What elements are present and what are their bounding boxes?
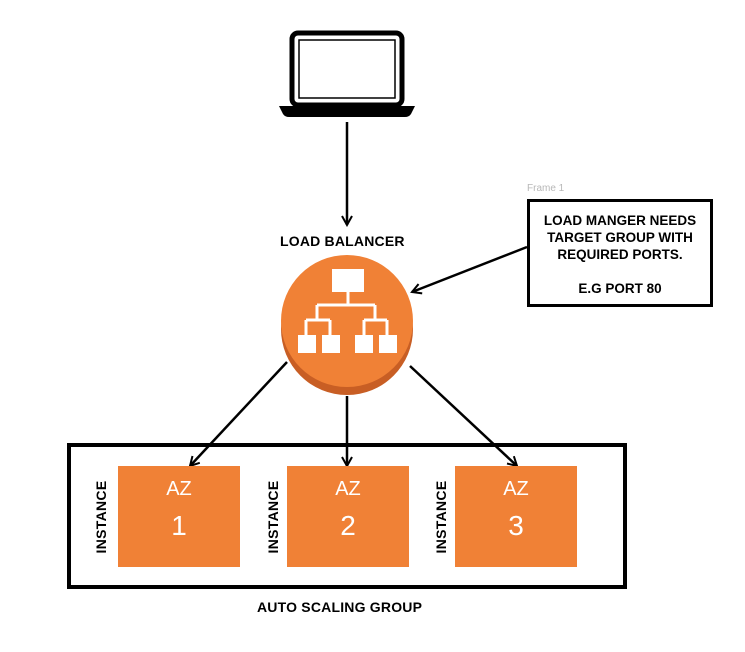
availability-zone-3: AZ 3 xyxy=(455,466,577,567)
az-number: 3 xyxy=(508,510,524,541)
availability-zone-2: AZ 2 xyxy=(287,466,409,567)
note-line-1: LOAD MANGER NEEDS xyxy=(543,213,697,228)
note-example: E.G PORT 80 xyxy=(578,281,662,296)
arrow-lb-to-az1 xyxy=(190,361,288,466)
auto-scaling-group-label: AUTO SCALING GROUP xyxy=(257,599,423,615)
az-number: 1 xyxy=(171,510,187,541)
instance-label-1: INSTANCE xyxy=(93,480,109,554)
az-title: AZ xyxy=(503,478,529,500)
auto-scaling-group-box xyxy=(67,443,627,589)
load-balancer-label: LOAD BALANCER xyxy=(280,233,405,249)
instance-label-2: INSTANCE xyxy=(265,480,281,554)
note-line-2: TARGET GROUP WITH xyxy=(547,230,693,245)
frame-label: Frame 1 xyxy=(527,183,565,194)
az-number: 2 xyxy=(340,510,356,541)
az-title: AZ xyxy=(166,478,192,500)
note-box: LOAD MANGER NEEDS TARGET GROUP WITH REQU… xyxy=(527,199,713,307)
note-line-3: REQUIRED PORTS. xyxy=(557,247,683,262)
instance-label-3: INSTANCE xyxy=(433,480,449,554)
availability-zone-1: AZ 1 xyxy=(118,466,240,567)
arrow-lb-to-az3 xyxy=(409,365,517,466)
arrow-note-to-lb xyxy=(412,245,528,292)
laptop-icon xyxy=(279,30,415,117)
load-balancer-icon xyxy=(281,255,413,395)
az-title: AZ xyxy=(335,478,361,500)
